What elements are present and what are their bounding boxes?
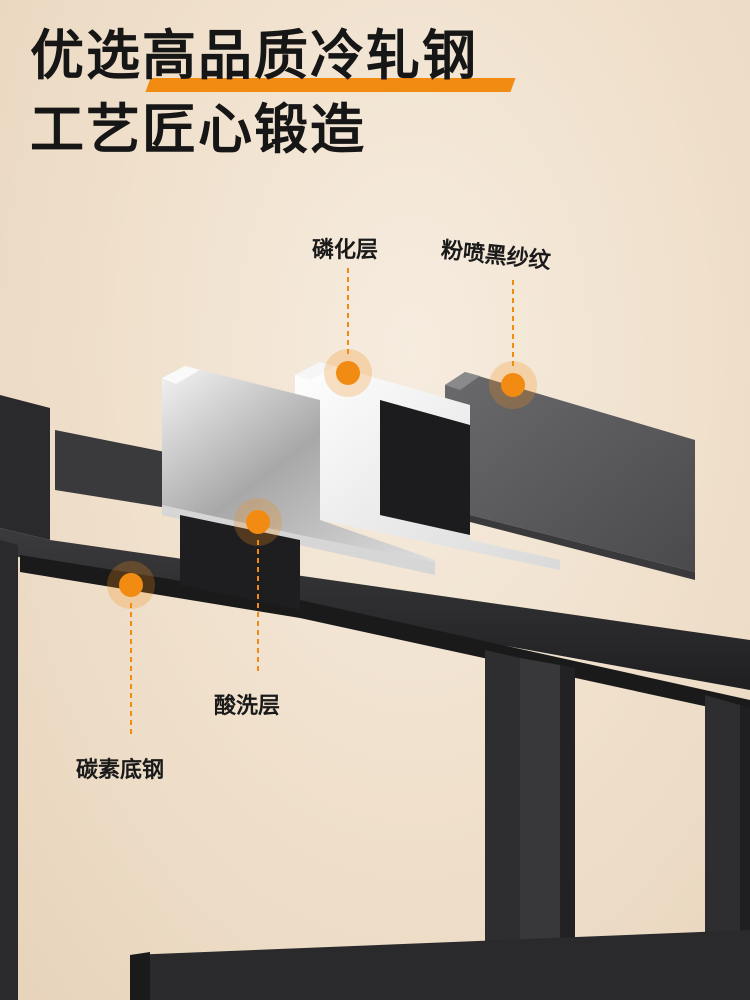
- headline: 优选高品质冷轧钢 工艺匠心锻造: [30, 22, 516, 164]
- marker-carbon-steel: [107, 561, 155, 738]
- headline-line-1: 优选高品质冷轧钢: [30, 22, 516, 92]
- marker-powder-coating: [489, 280, 537, 409]
- channel-black-coated: [445, 372, 695, 580]
- label-pickling: 酸洗层: [214, 694, 281, 719]
- headline-line-2-text: 工艺匠心锻造: [30, 98, 366, 161]
- headline-line-1-text: 优选高品质冷轧钢: [30, 24, 478, 87]
- marker-phosphating: [324, 268, 372, 397]
- label-phosphating: 磷化层: [312, 238, 379, 263]
- channel-phosphated: [295, 362, 560, 570]
- headline-line-2: 工艺匠心锻造: [30, 96, 478, 164]
- label-carbon-steel: 碳素底钢: [76, 758, 165, 783]
- marker-pickling: [234, 498, 282, 675]
